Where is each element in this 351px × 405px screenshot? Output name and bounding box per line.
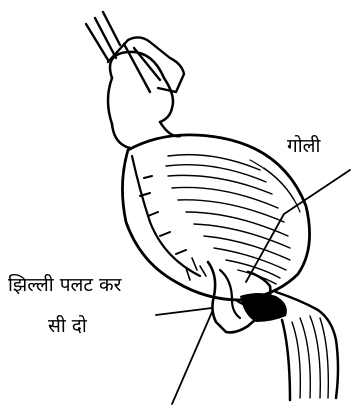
label-membrane-fold-line2: सी दो: [48, 317, 87, 336]
leader-line-needle: [172, 312, 212, 404]
label-goli: गोली: [287, 137, 320, 156]
shading-hatch: [166, 155, 300, 284]
leader-line-fold: [156, 308, 212, 315]
suture-shadow: [240, 293, 287, 322]
label-membrane-fold-line1: झिल्ली पलट कर: [8, 276, 121, 295]
cord-head: [110, 52, 173, 122]
